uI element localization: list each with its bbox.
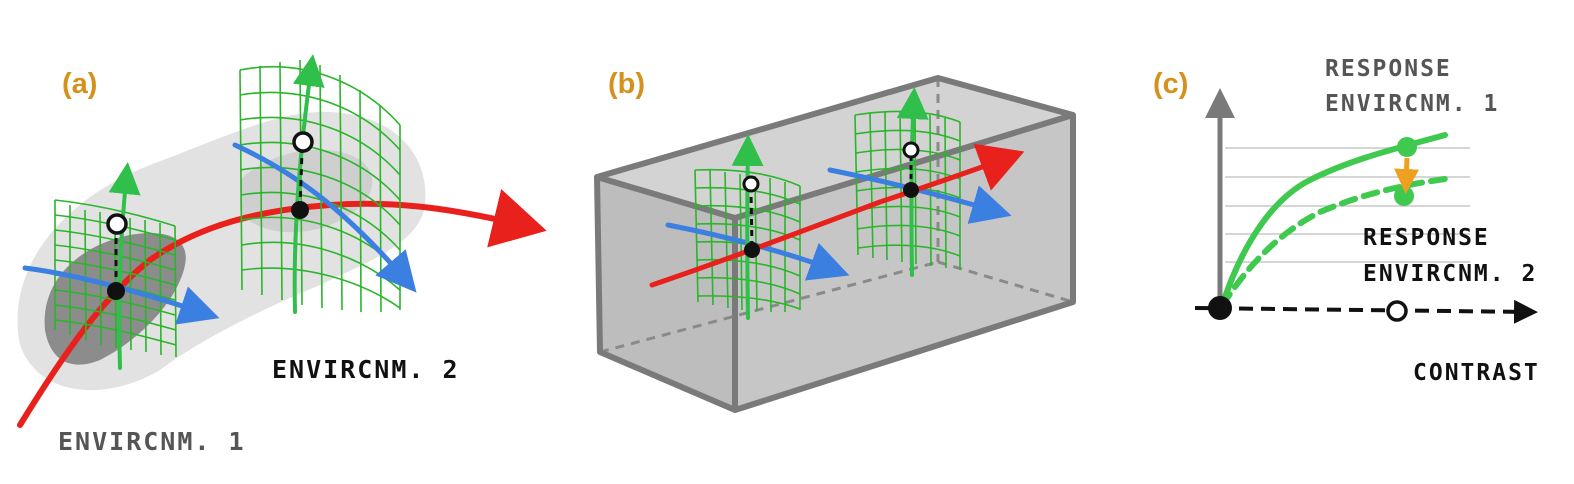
response-env-1-label-line2: ENVIRCNM. 1 [1325,91,1499,117]
response-dashed-link-box-1 [749,191,754,248]
environment-1-label: ENVIRCNM. 1 [58,427,246,456]
panel-b-label: (b) [608,68,645,100]
state-dot-box-1 [744,242,760,258]
environment-2-label: ENVIRCNM. 2 [272,355,460,384]
contrast-open-marker [1386,300,1408,322]
contrast-x-axis [1194,299,1538,324]
response-env-1-label-line1: RESPONSE [1325,56,1452,82]
contrast-axis-label: CONTRAST [1413,360,1540,386]
vertical-axis-arrow-box-1 [731,134,764,320]
response-open-marker-1 [106,213,128,235]
response-open-marker-2 [292,131,314,153]
box-top-face [597,78,1073,218]
response-env-2-label-line1: RESPONSE [1363,225,1490,251]
response-dashed-link-2 [298,151,304,209]
horizontal-axis-arrow-environment-2 [232,142,417,293]
state-dot-environment-1 [107,282,125,300]
state-dot-environment-2 [291,201,309,219]
box-front-face [597,177,735,410]
response-point-environment-1 [1397,137,1417,157]
vertical-axis-arrow-environment-1 [108,162,141,370]
response-curve-environment-1 [1219,132,1448,309]
trajectory-curve [17,189,547,428]
panel-a: (a) [17,54,547,456]
origin-dot [1208,296,1232,320]
response-env-2-label-line2: ENVIRCNM. 2 [1363,261,1537,287]
vertical-axis-arrow-box-2 [896,87,929,277]
response-point-environment-2 [1394,186,1414,206]
state-dot-box-2 [903,182,919,198]
response-shift-arrow [1394,157,1420,194]
response-open-marker-box-1 [742,175,760,193]
panel-a-label: (a) [62,68,97,100]
box-visible-edges [594,75,1076,413]
panel-c: (c) RESPONSE ENVIRCNM. 1 RESPONSE ENVIRC… [1153,56,1540,386]
panel-c-label: (c) [1153,68,1188,100]
response-open-marker-box-2 [902,141,920,159]
response-gridlines [1225,147,1470,263]
vertical-axis-arrow-environment-2 [292,54,325,314]
panel-b: (b) [594,68,1076,413]
trajectory-line-box [649,143,1025,288]
